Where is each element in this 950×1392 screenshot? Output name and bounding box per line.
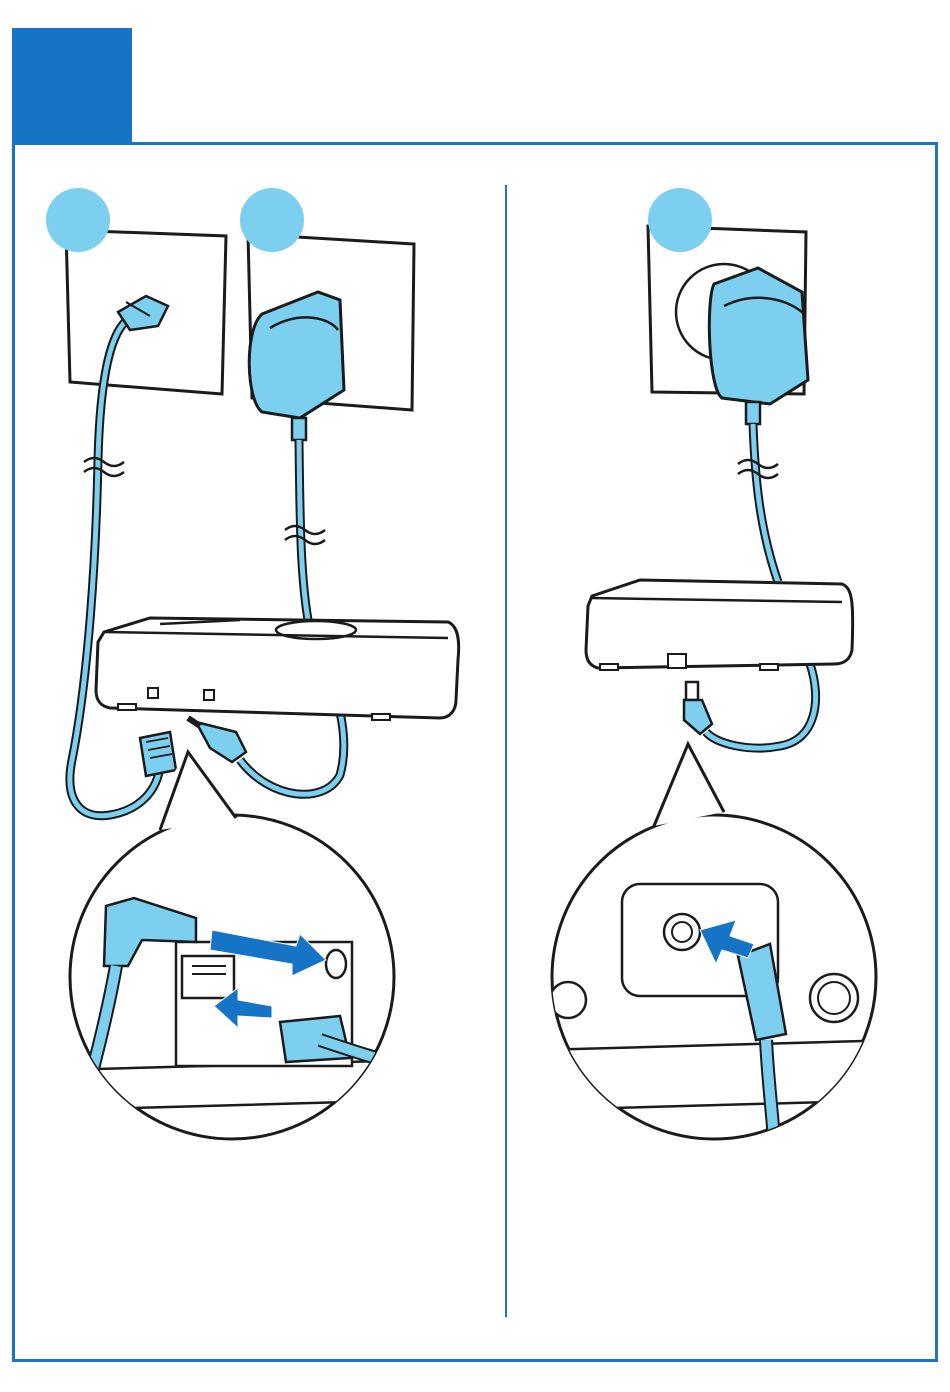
power-adapter-left [249,292,344,440]
zoom-detail-right [540,744,900,1140]
rj11-plug-base [140,732,176,776]
base-station-left [96,618,459,720]
step-badge-2 [240,188,304,252]
dc-plug-base [188,718,246,762]
power-cable-left [240,440,344,794]
dc-plug-right [684,682,712,734]
zoom-detail-left [60,750,420,1139]
base-station-right [586,580,853,670]
step-badge-3 [648,188,712,252]
power-adapter-right [709,268,808,424]
step-badge-1 [46,188,110,252]
